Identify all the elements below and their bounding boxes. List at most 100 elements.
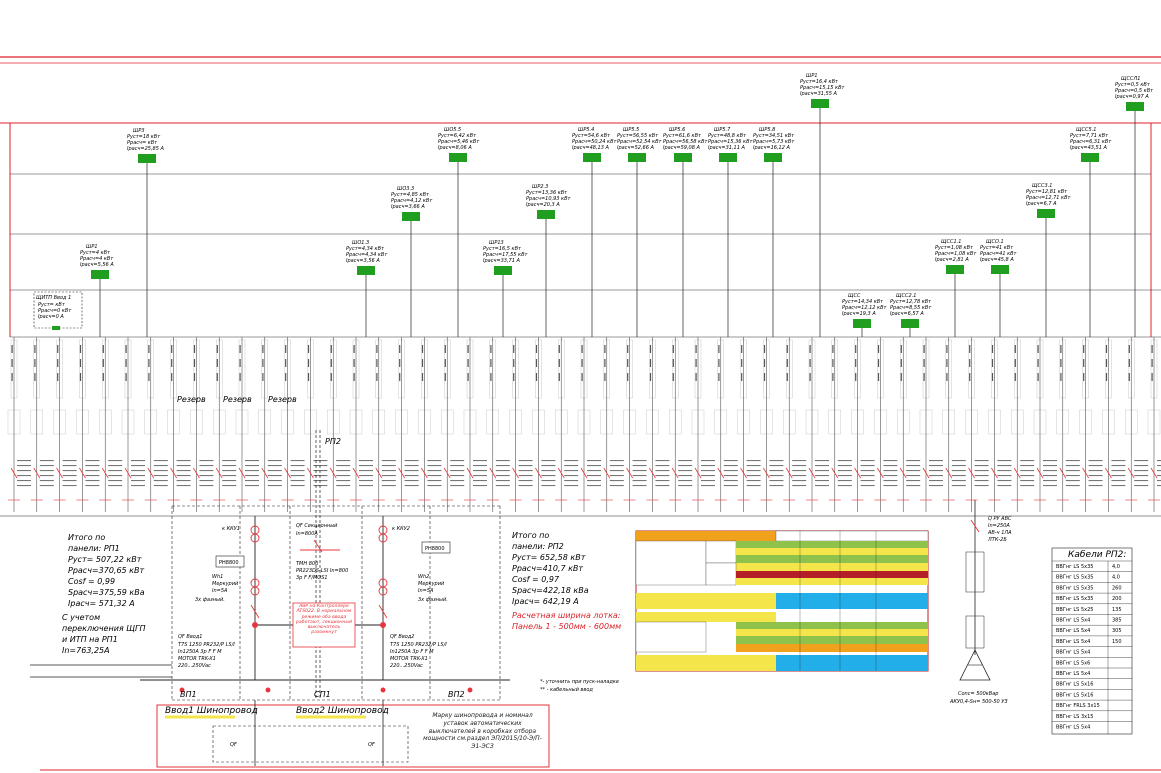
feeder-device[interactable] bbox=[719, 153, 737, 162]
breaker-switch[interactable] bbox=[899, 467, 907, 479]
rp2-p-inst: Руст= 652,58 кВт bbox=[512, 553, 586, 562]
breaker-switch[interactable] bbox=[1150, 467, 1158, 479]
breaker-switch[interactable] bbox=[945, 467, 953, 479]
breaker-switch[interactable] bbox=[375, 467, 383, 479]
feeder-levels bbox=[10, 173, 1161, 338]
breaker-label-block bbox=[974, 460, 989, 487]
feeder-p-inst: Руст=48,8 кВт bbox=[708, 133, 747, 139]
breaker-switch[interactable] bbox=[466, 467, 474, 479]
breaker-switch[interactable] bbox=[56, 467, 63, 479]
feeder-device[interactable] bbox=[494, 266, 512, 275]
rp2-separator: РП2 bbox=[315, 430, 341, 700]
breaker-switch[interactable] bbox=[307, 467, 314, 479]
feeder-device[interactable] bbox=[764, 153, 782, 162]
capacitor-bank-icon bbox=[959, 649, 991, 681]
feeder-device[interactable] bbox=[628, 153, 646, 162]
right-feeder: Q РУ АВС In=250A АВ-ч 1ЛА ЛТК-2Б Сonc= 5… bbox=[949, 500, 1012, 705]
breaker-label-block bbox=[1043, 460, 1057, 487]
breaker-switch[interactable] bbox=[785, 467, 793, 479]
cable-name: ВВГнг LS 5х35 bbox=[1056, 564, 1093, 570]
feeder-device[interactable] bbox=[449, 153, 467, 162]
feeder-device[interactable] bbox=[674, 153, 692, 162]
breaker-switch[interactable] bbox=[626, 467, 633, 479]
breaker-column bbox=[1147, 337, 1161, 512]
cable-name: ВВГнг LS 5х4 bbox=[1056, 618, 1090, 624]
breaker-switch[interactable] bbox=[238, 467, 246, 479]
feeder-device[interactable] bbox=[357, 266, 375, 275]
breaker-switch[interactable] bbox=[10, 467, 18, 479]
feeder-name: ЩСС bbox=[848, 293, 861, 299]
feeder-device[interactable] bbox=[811, 99, 829, 108]
breaker-switch[interactable] bbox=[398, 467, 405, 479]
breaker-switch[interactable] bbox=[443, 467, 451, 479]
t7s-4b: 220...250Vac bbox=[390, 663, 423, 669]
breaker-switch[interactable] bbox=[193, 467, 200, 479]
breaker-switch[interactable] bbox=[671, 467, 679, 479]
breaker-switch[interactable] bbox=[79, 467, 86, 479]
breaker-switch[interactable] bbox=[557, 467, 565, 479]
feeder-device[interactable] bbox=[853, 319, 871, 328]
feeder-device[interactable] bbox=[946, 265, 964, 274]
feeder-device[interactable] bbox=[1037, 209, 1055, 218]
breaker-switch[interactable] bbox=[329, 467, 337, 479]
breaker-switch[interactable] bbox=[740, 467, 747, 479]
shitp-device[interactable] bbox=[52, 326, 60, 330]
breaker-switch[interactable] bbox=[261, 467, 269, 479]
breaker-column bbox=[1011, 337, 1035, 512]
breaker-switch[interactable] bbox=[1013, 467, 1021, 479]
t7s-4a: 220...250Vac bbox=[178, 663, 211, 669]
feeder-device[interactable] bbox=[991, 265, 1009, 274]
breaker-switch[interactable] bbox=[215, 467, 223, 479]
breaker-switch[interactable] bbox=[877, 467, 884, 479]
breaker-switch[interactable] bbox=[512, 467, 519, 479]
feeder-p-inst: Руст=4 кВт bbox=[80, 250, 111, 256]
breaker-switch[interactable] bbox=[854, 467, 861, 479]
breaker-switch[interactable] bbox=[421, 467, 428, 479]
breaker-switch[interactable] bbox=[1059, 467, 1067, 479]
breaker-switch[interactable] bbox=[808, 467, 816, 479]
feeder-device[interactable] bbox=[1126, 102, 1144, 111]
cable-length: 4,0 bbox=[1112, 564, 1120, 570]
breaker-switch[interactable] bbox=[124, 467, 132, 479]
breaker-switch[interactable] bbox=[1127, 467, 1135, 479]
breaker-switch[interactable] bbox=[489, 467, 497, 479]
feeder-device[interactable] bbox=[402, 212, 420, 221]
legend-marks: *- уточнить при пуск-наладке ** - кабель… bbox=[540, 679, 619, 693]
feeder-device[interactable] bbox=[901, 319, 919, 328]
breaker-switch[interactable] bbox=[284, 467, 291, 479]
feeder-device[interactable] bbox=[91, 270, 109, 279]
feeder-name: ШР5.5 bbox=[623, 127, 639, 133]
busway-qf2: QF bbox=[368, 742, 375, 748]
feeder-device[interactable] bbox=[1081, 153, 1099, 162]
breaker-switch[interactable] bbox=[603, 467, 611, 479]
t7s-3a: MOTOR TRK-X1 bbox=[178, 656, 216, 662]
breaker-switch[interactable] bbox=[831, 467, 839, 479]
breaker-switch[interactable] bbox=[101, 467, 109, 479]
breaker-switch[interactable] bbox=[1036, 467, 1044, 479]
breaker-label-block bbox=[245, 460, 259, 487]
breaker-switch[interactable] bbox=[763, 467, 770, 479]
t7s-2b: In1250A 3p F F M bbox=[390, 649, 434, 655]
feeder-device[interactable] bbox=[583, 153, 601, 162]
breaker-switch[interactable] bbox=[147, 467, 155, 479]
breaker-switch[interactable] bbox=[170, 467, 177, 479]
breaker-switch[interactable] bbox=[694, 467, 702, 479]
breaker-label-block bbox=[1020, 460, 1035, 487]
breaker-switch[interactable] bbox=[352, 467, 360, 479]
breaker-label-block bbox=[495, 460, 510, 487]
breaker-switch[interactable] bbox=[580, 467, 588, 479]
breaker-switch[interactable] bbox=[922, 467, 930, 479]
feeder-device[interactable] bbox=[537, 210, 555, 219]
feeder-i-calc: Iрасч=31,11 А bbox=[708, 145, 746, 151]
feeder-device[interactable] bbox=[138, 154, 156, 163]
breaker-switch[interactable] bbox=[535, 467, 542, 479]
breaker-switch[interactable] bbox=[991, 467, 998, 479]
breaker-switch[interactable] bbox=[649, 467, 656, 479]
breaker-switch[interactable] bbox=[1105, 467, 1112, 479]
breaker-column bbox=[349, 337, 373, 512]
breaker-switch[interactable] bbox=[717, 467, 725, 479]
breaker-switch[interactable] bbox=[33, 467, 41, 479]
breaker-switch[interactable] bbox=[1082, 467, 1089, 479]
breaker-switch[interactable] bbox=[968, 467, 975, 479]
